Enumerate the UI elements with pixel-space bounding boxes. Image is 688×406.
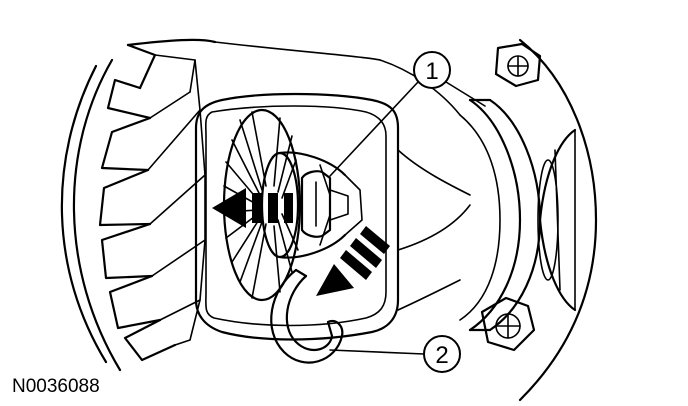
- callout-2: 2: [329, 335, 461, 373]
- bearing-cap: [459, 98, 577, 332]
- callout-1: 1: [329, 51, 486, 177]
- housing-outer-arcs: [60, 38, 381, 372]
- callout-2-label: 2: [435, 342, 448, 369]
- differential-case: [194, 59, 471, 341]
- housing-right-arc: [518, 38, 598, 402]
- removal-arrow-diagonal: [316, 226, 390, 296]
- cap-bolt-top: [494, 42, 542, 88]
- figure-reference-code: N0036088: [12, 376, 100, 397]
- hook-tool: [270, 268, 344, 364]
- cap-bolt-bottom: [480, 296, 536, 352]
- ring-gear: [98, 43, 206, 362]
- removal-arrow-left: [212, 188, 293, 228]
- callout-1-label: 1: [425, 58, 438, 85]
- pinion-shaft: [300, 170, 349, 238]
